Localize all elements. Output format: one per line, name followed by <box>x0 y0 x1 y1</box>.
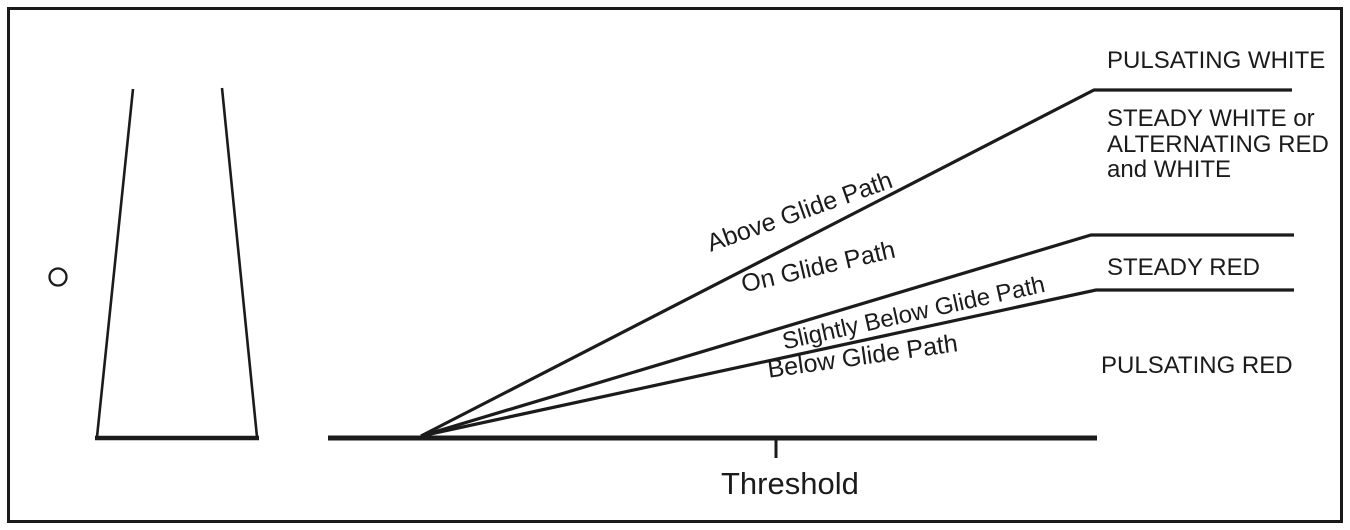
pulsating-white-label: PULSATING WHITE <box>1107 47 1326 74</box>
steady-white-label: STEADY WHITE or ALTERNATING RED and WHIT… <box>1107 106 1329 183</box>
slightly-below-below-boundary-line <box>420 288 1294 438</box>
pulsating-red-label: PULSATING RED <box>1101 352 1293 379</box>
on-slightly-below-boundary-line <box>420 233 1294 438</box>
runway-left-edge <box>95 88 135 438</box>
light-unit-circle <box>48 267 68 287</box>
steady-red-label: STEADY RED <box>1107 254 1260 281</box>
steady-white-label-line1: STEADY WHITE or <box>1107 105 1315 132</box>
steady-white-label-line3: and WHITE <box>1107 156 1232 183</box>
above-on-boundary-line <box>420 88 1292 438</box>
diagram-border-frame <box>7 7 1343 523</box>
steady-white-label-line2: ALTERNATING RED <box>1107 130 1329 158</box>
threshold-label: Threshold <box>721 466 859 501</box>
runway-symbol <box>95 87 259 441</box>
runway-right-edge <box>220 87 259 438</box>
